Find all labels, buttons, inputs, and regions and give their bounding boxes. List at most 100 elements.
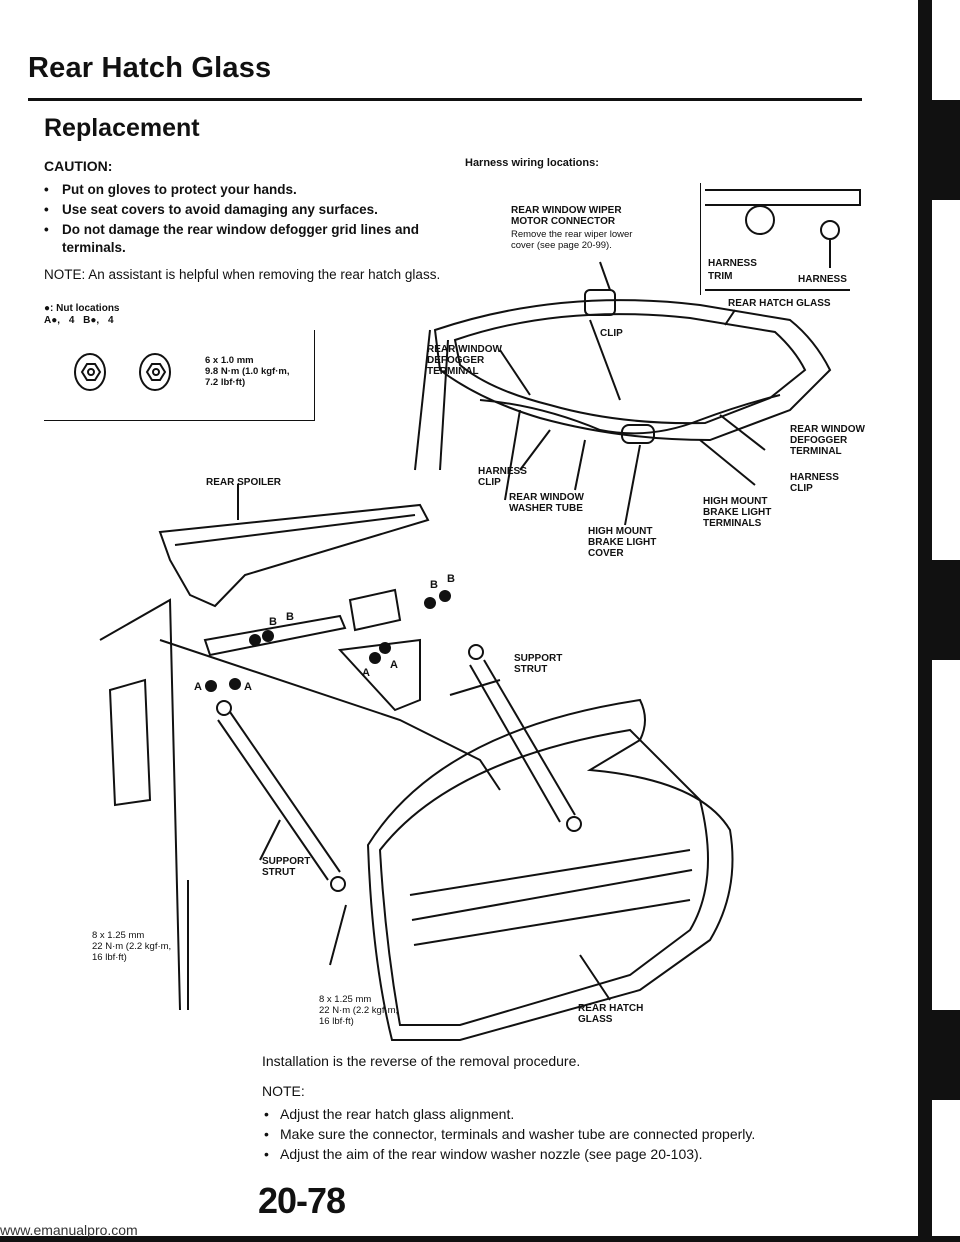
inset-trim-label: TRIM (708, 271, 733, 282)
wiring-harness (589, 319, 621, 401)
assistant-note: NOTE: An assistant is helpful when remov… (44, 267, 441, 282)
defogger-grid-line (411, 869, 693, 921)
caution-item: Do not damage the rear window defogger g… (44, 221, 484, 257)
leader-line (624, 444, 641, 526)
nut-location-marker (379, 642, 391, 654)
wiper-connector-label: REAR WINDOW WIPER MOTOR CONNECTOR (511, 205, 622, 227)
support-strut-label: SUPPORT STRUT (514, 653, 563, 675)
leader-line (724, 309, 736, 326)
title-rule (28, 98, 862, 101)
brake-light-cover-label: HIGH MOUNT BRAKE LIGHT COVER (588, 526, 657, 559)
leader-line (329, 904, 347, 966)
leader-line (699, 439, 756, 486)
nut-location-marker (439, 590, 451, 602)
note-item: Adjust the aim of the rear window washer… (262, 1144, 882, 1164)
inset-clip (820, 220, 840, 240)
page-title: Rear Hatch Glass (28, 52, 272, 84)
strut-ball-joint (468, 644, 484, 660)
edge-tab (932, 100, 960, 200)
leader-line (599, 261, 611, 291)
note-item: Make sure the connector, terminals and w… (262, 1124, 882, 1144)
clip-label: CLIP (600, 328, 623, 339)
rear-spoiler-label: REAR SPOILER (206, 477, 282, 488)
note-list: Adjust the rear hatch glass alignment. M… (262, 1104, 882, 1164)
nut-location-marker (249, 634, 261, 646)
body-pillar (414, 329, 431, 471)
rear-hatch-glass (366, 698, 734, 1041)
caution-list: Put on gloves to protect your hands. Use… (44, 181, 484, 259)
edge-tab (932, 1010, 960, 1100)
nut-location-marker (262, 630, 274, 642)
strut-ball-joint (566, 816, 582, 832)
wiper-note-label: Remove the rear wiper lower cover (see p… (511, 229, 633, 251)
leader-line (579, 954, 611, 1001)
bolt-spec-label: 8 x 1.25 mm 22 N·m (2.2 kgf·m, 16 lbf·ft… (92, 930, 172, 963)
vehicle-body (159, 639, 501, 791)
caution-heading: CAUTION: (44, 158, 113, 174)
vehicle-body (99, 598, 181, 1011)
harness-inset (700, 183, 856, 295)
leader-line (259, 819, 281, 861)
support-strut (229, 711, 341, 873)
caution-item: Use seat covers to avoid damaging any su… (44, 201, 484, 219)
bolt-spec-label: 8 x 1.25 mm 22 N·m (2.2 kgf·m, 16 lbf·ft… (319, 994, 399, 1027)
edge-stripe (918, 0, 932, 1242)
inset-harness-label: HARNESS (798, 274, 847, 285)
marker-b-label: B (286, 611, 294, 623)
brake-light-cover (621, 424, 655, 444)
nut-icons (74, 353, 171, 391)
nut-location-marker (229, 678, 241, 690)
strut-ball-joint (330, 876, 346, 892)
marker-a-label: A (244, 681, 252, 693)
rear-hatch-glass-label: REAR HATCH GLASS (578, 1003, 644, 1025)
leader-line (499, 349, 531, 396)
rear-hatch-glass-inner (378, 728, 709, 1026)
note-heading: NOTE: (262, 1083, 305, 1099)
marker-b-label: B (269, 616, 277, 628)
marker-b-label: B (430, 579, 438, 591)
wiring-harness (479, 394, 781, 435)
leader-line (574, 439, 586, 491)
page-number: 20-78 (258, 1180, 346, 1221)
marker-a-label: A (390, 659, 398, 671)
hinge-bracket (348, 588, 402, 632)
hatch-frame-outline (433, 299, 832, 442)
rear-hatch-glass-label: REAR HATCH GLASS (728, 298, 831, 309)
inset-harness-label: HARNESS (708, 258, 757, 269)
support-strut (469, 664, 561, 823)
hinge-bracket (203, 614, 347, 657)
marker-a-label: A (194, 681, 202, 693)
nut-spec-box (44, 330, 315, 421)
nut-location-marker (424, 597, 436, 609)
support-strut (483, 659, 576, 816)
caution-item: Put on gloves to protect your hands. (44, 181, 484, 199)
edge-tab (932, 560, 960, 660)
body-pillar (504, 409, 521, 501)
support-strut (217, 719, 329, 881)
defogger-terminal-label: REAR WINDOW DEFOGGER TERMINAL (790, 424, 865, 457)
defogger-grid-line (409, 849, 691, 896)
nut-torque-spec: 6 x 1.0 mm 9.8 N·m (1.0 kgf·m, 7.2 lbf·f… (205, 355, 290, 388)
footer-url[interactable]: www.emanualpro.com (0, 1222, 138, 1238)
bottom-rule (0, 1236, 960, 1242)
harness-clip-label: HARNESS CLIP (478, 466, 527, 488)
note-item: Adjust the rear hatch glass alignment. (262, 1104, 882, 1124)
flange-nut-icon (139, 353, 171, 391)
nut-location-marker (205, 680, 217, 692)
defogger-terminal-label: REAR WINDOW DEFOGGER TERMINAL (427, 344, 502, 377)
marker-b-label: B (447, 573, 455, 585)
marker-a-label: A (362, 667, 370, 679)
inset-trim (705, 189, 861, 206)
leader-line (519, 429, 551, 471)
flange-nut-icon (74, 353, 106, 391)
wiper-motor (584, 289, 616, 316)
leader-line (719, 414, 766, 451)
body-pillar (439, 339, 449, 471)
inset-clip (745, 205, 775, 235)
nut-location-marker (369, 652, 381, 664)
brake-light-terminals-label: HIGH MOUNT BRAKE LIGHT TERMINALS (703, 496, 772, 529)
rear-spoiler (174, 514, 416, 546)
rear-spoiler (158, 503, 430, 608)
section-heading: Replacement (44, 114, 200, 142)
